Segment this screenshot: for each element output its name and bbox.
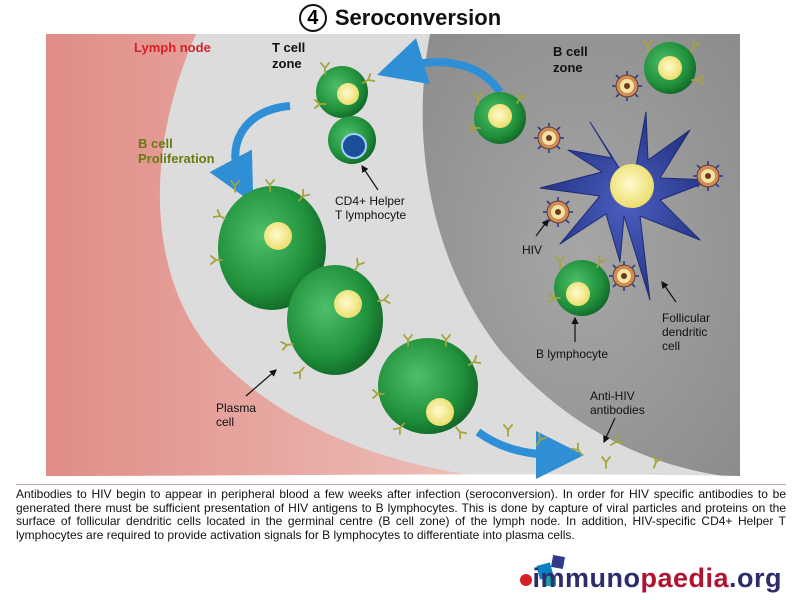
fdc-label-line1: Follicular <box>662 311 710 325</box>
fdc-pointer-line <box>661 281 677 303</box>
title-bar: 4 Seroconversion <box>0 0 800 36</box>
t-cell-zone-label-line2: zone <box>272 56 302 71</box>
hiv-virion-4 <box>542 196 574 228</box>
b-cell-zone-label-line1: B cell <box>553 44 588 59</box>
cd4-helper-t-cell <box>328 116 376 164</box>
anti-hiv-label-line1: Anti-HIV <box>590 389 635 403</box>
seroconversion-diagram: Lymph node T cell zone B cell zone B cel… <box>46 34 800 484</box>
b-cell-tzone <box>314 62 376 118</box>
page-title: Seroconversion <box>334 5 502 30</box>
b-cell-zone-label-line2: zone <box>553 60 583 75</box>
b-lymphocyte-label: B lymphocyte <box>536 347 608 361</box>
cd4-pointer-line <box>361 165 379 191</box>
caption-text: Antibodies to HIV begin to appear in per… <box>16 487 786 542</box>
b-cell-proliferation-label-line2: Proliferation <box>138 151 215 166</box>
cd4-label-line1: CD4+ Helper <box>335 194 405 208</box>
logo-part-immuno: immuno <box>532 563 641 593</box>
arrow-bzone-to-tzone <box>377 38 504 95</box>
lymph-node-label: Lymph node <box>134 40 211 55</box>
fdc-label-line3: cell <box>662 339 680 353</box>
fdc-nucleus <box>610 164 654 208</box>
immunopaedia-logo[interactable]: immunopaedia.org <box>512 550 782 594</box>
hiv-label: HIV <box>522 243 542 257</box>
cd4-label-line2: T lymphocyte <box>335 208 406 222</box>
plasma-cell-2 <box>280 257 391 380</box>
logo-wordmark: immunopaedia.org <box>532 563 782 594</box>
b-cell-bzone-1 <box>468 90 527 144</box>
plasma-pointer-line <box>245 369 277 397</box>
anti-hiv-pointer-line <box>603 417 616 444</box>
anti-hiv-label-line2: antibodies <box>590 403 645 417</box>
b-cell-bzone-3 <box>548 254 610 316</box>
hiv-virion-1 <box>533 122 565 154</box>
arrow-tzone-to-proliferation <box>209 102 291 204</box>
fdc-label-line2: dendritic <box>662 325 707 339</box>
hiv-virion-3 <box>692 160 724 192</box>
plasma-cell-3 <box>372 334 482 440</box>
logo-part-org: .org <box>729 563 782 593</box>
b-cell-zone-region <box>422 34 740 478</box>
step-number-badge: 4 <box>298 4 327 32</box>
hiv-virion-2 <box>611 70 643 102</box>
arrow-antibody-secretion <box>475 428 584 479</box>
caption-divider <box>16 484 786 485</box>
t-cell-zone-label-line1: T cell <box>272 40 305 55</box>
hiv-virion-5 <box>608 260 640 292</box>
plasma-label-line1: Plasma <box>216 401 256 415</box>
logo-part-paedia: paedia <box>640 563 729 593</box>
hiv-pointer-line <box>535 219 549 237</box>
b-cell-bzone-2 <box>643 38 704 94</box>
b-cell-proliferation-label-line1: B cell <box>138 136 173 151</box>
plasma-label-line2: cell <box>216 415 234 429</box>
logo-cubes-icon <box>520 555 565 586</box>
plasma-cell-1 <box>210 179 326 310</box>
